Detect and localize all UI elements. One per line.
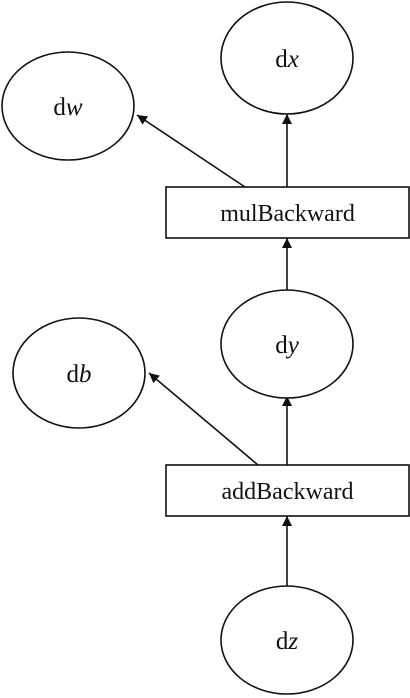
edge-mulbackward-to-dw <box>136 114 246 188</box>
node-mul-backward: mulBackward <box>165 186 410 239</box>
node-db-label: db <box>67 361 92 388</box>
node-dx: dx <box>220 1 354 115</box>
node-dz: dz <box>220 585 354 695</box>
node-dw-label: dw <box>53 94 83 121</box>
edge-addbackward-to-db <box>148 372 259 466</box>
node-add-backward: addBackward <box>165 464 410 517</box>
node-dw: dw <box>1 51 135 161</box>
node-dz-label: dz <box>276 628 299 655</box>
node-dy: dy <box>220 289 354 399</box>
node-mul-backward-label: mulBackward <box>220 201 355 227</box>
node-dy-label: dy <box>275 332 300 359</box>
edges <box>136 114 292 588</box>
node-add-backward-label: addBackward <box>222 479 354 505</box>
node-db: db <box>12 317 146 429</box>
node-dx-label: dx <box>275 46 299 73</box>
